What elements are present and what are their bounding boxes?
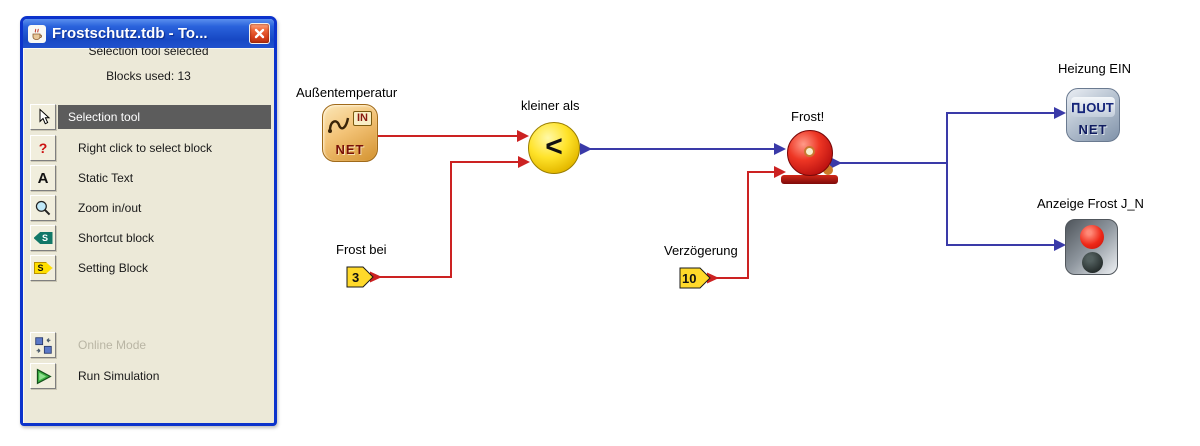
wire-bell-to-output[interactable]: [840, 112, 1054, 164]
tool-label-static-text[interactable]: Static Text: [78, 171, 134, 185]
block-analog-input[interactable]: IN NET: [322, 104, 378, 162]
tool-window-content: Selection tool selected Blocks used: 13 …: [23, 48, 274, 423]
tool-row-online-mode[interactable]: Online Mode: [30, 332, 270, 358]
zoom-icon[interactable]: [30, 195, 56, 221]
block-digital-output[interactable]: OUT NET: [1066, 88, 1120, 142]
arrow-comparator-in2: [518, 156, 530, 168]
delay-value: 10: [682, 271, 696, 286]
text-icon[interactable]: A: [30, 165, 56, 191]
frost-bei-value: 3: [352, 270, 359, 285]
window-title: Frostschutz.tdb - To...: [52, 25, 208, 42]
tool-row-shortcut[interactable]: S Shortcut block: [30, 225, 270, 251]
port-out-bell: [830, 157, 842, 169]
tool-label-zoom[interactable]: Zoom in/out: [78, 201, 142, 215]
tool-label-right-click[interactable]: Right click to select block: [78, 141, 213, 155]
wire-bell-to-indicator[interactable]: [946, 163, 1054, 246]
shortcut-icon[interactable]: S: [30, 225, 56, 251]
tool-label-setting[interactable]: Setting Block: [78, 261, 149, 275]
tool-row-setting[interactable]: S Setting Block: [30, 255, 270, 281]
status-blocks-used: Blocks used: 13: [106, 69, 191, 83]
red-light-icon: [1080, 225, 1104, 249]
label-aussentemperatur: Außentemperatur: [296, 85, 398, 100]
tool-row-static-text[interactable]: A Static Text: [30, 165, 270, 191]
wire-delay-to-bell[interactable]: [716, 171, 774, 279]
analog-signal-icon: [328, 117, 350, 133]
dark-light-icon: [1082, 252, 1103, 273]
delay-value-tag[interactable]: [679, 267, 711, 289]
tool-row-run-simulation[interactable]: Run Simulation: [30, 363, 270, 389]
net-label: NET: [1078, 122, 1108, 137]
title-bar[interactable]: Frostschutz.tdb - To...: [23, 19, 274, 48]
help-icon[interactable]: ?: [30, 135, 56, 161]
tool-label-run-simulation[interactable]: Run Simulation: [78, 369, 160, 383]
port-out-delay: [707, 272, 719, 284]
in-badge: IN: [353, 111, 372, 126]
arrow-bell-in1: [774, 143, 786, 155]
port-out-comparator: [580, 143, 592, 155]
digital-signal-icon: [1072, 102, 1086, 113]
online-mode-icon[interactable]: [30, 332, 56, 358]
close-button[interactable]: [249, 23, 270, 44]
label-frost: Frost!: [791, 109, 825, 124]
arrow-indicator-in: [1054, 239, 1066, 251]
label-heizung-ein: Heizung EIN: [1058, 61, 1131, 76]
label-frost-bei: Frost bei: [336, 242, 387, 257]
bell-center: [804, 146, 815, 157]
tool-row-right-click[interactable]: ? Right click to select block: [30, 135, 270, 161]
bell-clapper: [823, 165, 833, 175]
setting-icon[interactable]: S: [30, 255, 56, 281]
label-anzeige-frost: Anzeige Frost J_N: [1037, 196, 1144, 211]
net-label: NET: [335, 142, 365, 157]
label-kleiner-als: kleiner als: [521, 98, 580, 113]
cursor-icon[interactable]: [30, 104, 56, 130]
tool-row-selection[interactable]: Selection tool: [30, 104, 271, 130]
tool-window: Frostschutz.tdb - To... Selection tool s…: [20, 16, 277, 426]
arrow-bell-in2: [774, 166, 786, 178]
block-comparator[interactable]: <: [528, 122, 580, 174]
out-band: OUT: [1071, 97, 1115, 117]
arrow-output-in: [1054, 107, 1066, 119]
bell-base: [781, 175, 838, 184]
run-icon[interactable]: [30, 363, 56, 389]
tool-label-shortcut[interactable]: Shortcut block: [78, 231, 155, 245]
arrow-comparator-in1: [517, 130, 529, 142]
port-out-frostbei: [370, 271, 382, 283]
tool-label-online-mode[interactable]: Online Mode: [78, 338, 147, 352]
less-than-symbol: <: [545, 130, 563, 163]
status-selected-tool: Selection tool selected: [88, 48, 209, 58]
tool-label-selection[interactable]: Selection tool: [58, 105, 271, 129]
frost-bei-value-tag[interactable]: [346, 266, 374, 288]
close-icon: [254, 28, 265, 39]
wire-frostbei-to-comparator[interactable]: [380, 161, 518, 278]
tool-row-zoom[interactable]: Zoom in/out: [30, 195, 270, 221]
label-verzoegerung: Verzögerung: [664, 243, 738, 258]
java-app-icon: [28, 24, 46, 43]
out-badge: OUT: [1086, 99, 1114, 115]
block-alarm-bell[interactable]: [787, 130, 833, 176]
block-indicator-light[interactable]: [1065, 219, 1118, 275]
